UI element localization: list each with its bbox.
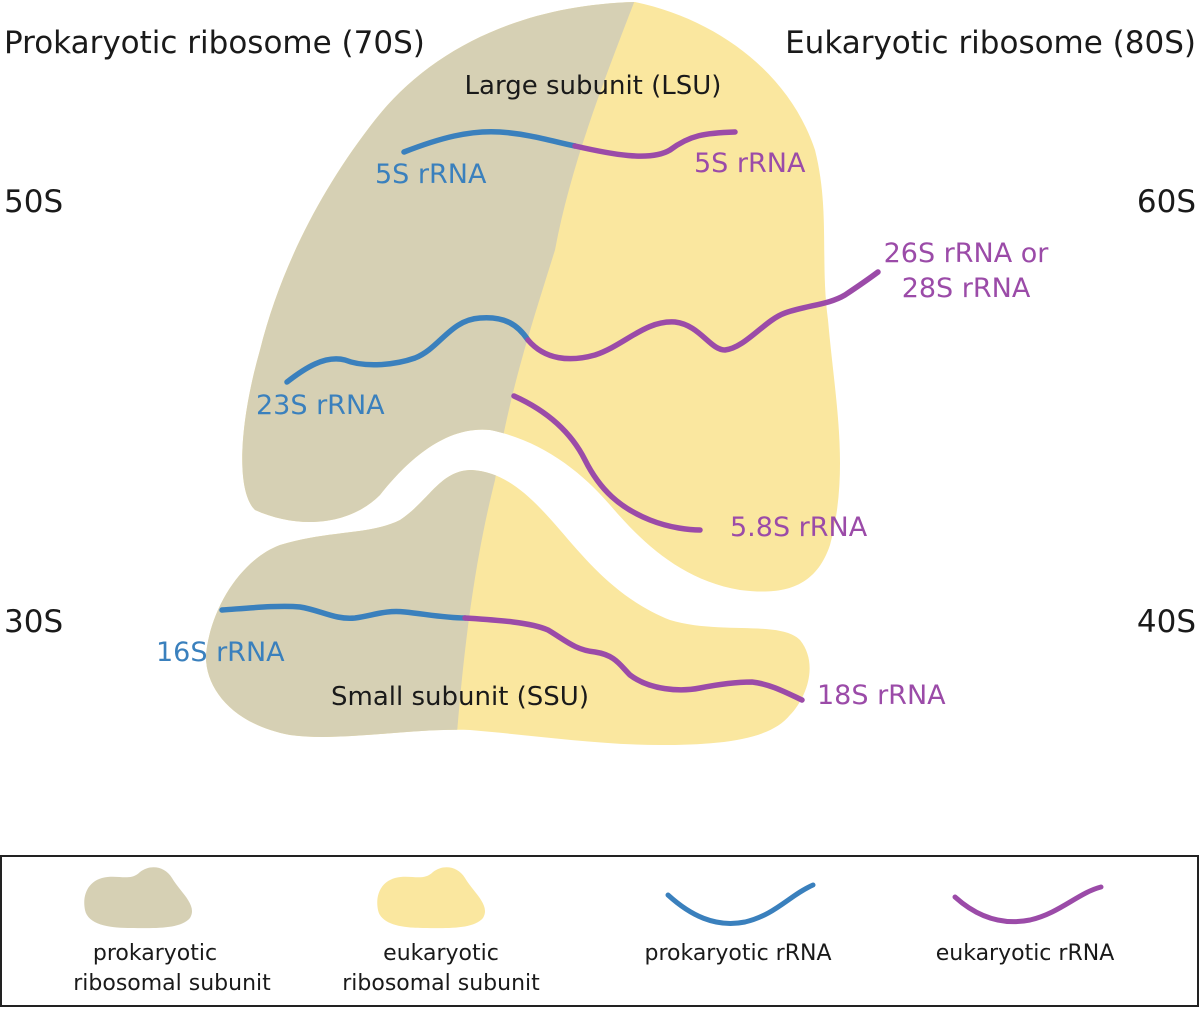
label-40s: 40S — [1137, 604, 1196, 640]
eukaryotic-18s-rrna-label: 18S rRNA — [817, 680, 946, 711]
eukaryotic-subunit-legend-icon — [377, 867, 486, 929]
prokaryotic-subunit-legend-icon — [84, 867, 193, 929]
eukaryotic-26s-rrna-label-line1: 26S rRNA or — [884, 238, 1050, 269]
eukaryotic-26s-rrna-label-line2: 28S rRNA — [902, 273, 1031, 304]
legend-prokaryotic-rrna: prokaryotic rRNA — [644, 941, 831, 966]
large-subunit-label: Large subunit (LSU) — [465, 71, 722, 101]
label-50s: 50S — [4, 184, 63, 220]
prokaryotic-16s-rrna-strand — [219, 603, 468, 621]
prokaryotic-5s-rrna-label: 5S rRNA — [375, 159, 487, 190]
legend-prokaryotic-subunit-line2: ribosomal subunit — [73, 971, 271, 996]
prokaryotic-23s-rrna-label: 23S rRNA — [256, 390, 385, 421]
legend-box — [0, 855, 1199, 1007]
legend-eukaryotic-subunit-line2: ribosomal subunit — [342, 971, 540, 996]
legend: prokaryotic ribosomal subunit eukaryotic… — [0, 855, 1199, 1007]
eukaryotic-26s-28s-rrna-strand — [525, 269, 881, 362]
eukaryotic-5s-rrna-label: 5S rRNA — [694, 148, 806, 179]
eukaryotic-ribosome-header: Eukaryotic ribosome (80S) — [785, 25, 1196, 61]
legend-eukaryotic-rrna: eukaryotic rRNA — [936, 941, 1115, 966]
legend-prokaryotic-subunit-line1: prokaryotic — [93, 941, 217, 966]
eukaryotic-rrna-legend-icon — [952, 884, 1104, 925]
eukaryotic-5s-rrna-strand — [572, 129, 738, 159]
label-30s: 30S — [4, 604, 63, 640]
eukaryotic-18s-rrna-strand — [462, 615, 805, 703]
prokaryotic-16s-rrna-label: 16S rRNA — [156, 637, 285, 668]
eukaryotic-5-8s-rrna-label: 5.8S rRNA — [730, 512, 868, 543]
label-60s: 60S — [1137, 184, 1196, 220]
prokaryotic-23s-rrna-strand — [284, 315, 531, 385]
small-subunit-label: Small subunit (SSU) — [331, 682, 589, 712]
prokaryotic-rrna-legend-icon — [665, 882, 816, 926]
eukaryotic-5-8s-rrna-strand — [511, 393, 703, 533]
prokaryotic-ribosome-header: Prokaryotic ribosome (70S) — [4, 25, 425, 61]
prokaryotic-5s-rrna-strand — [401, 128, 578, 155]
legend-eukaryotic-subunit-line1: eukaryotic — [383, 941, 499, 966]
